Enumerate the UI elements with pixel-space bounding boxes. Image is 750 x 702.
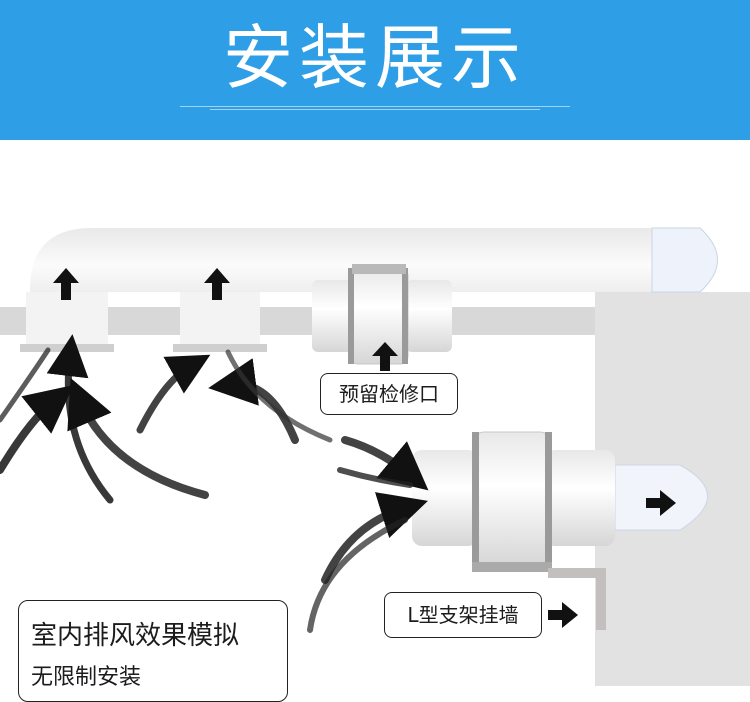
right-arrow-icon bbox=[548, 602, 578, 628]
label-access-port: 预留检修口 bbox=[320, 373, 458, 415]
airflow-arrows bbox=[0, 334, 429, 633]
right-arrow-icon bbox=[646, 490, 676, 516]
page-title: 安装展示 bbox=[223, 17, 527, 99]
caption-line2: 无限制安装 bbox=[31, 665, 142, 690]
inline-fan-small bbox=[312, 264, 452, 365]
inlet-duct-2 bbox=[180, 292, 260, 348]
installation-illustration bbox=[0, 227, 750, 686]
header-banner: 安装展示 bbox=[0, 0, 750, 140]
grille-2 bbox=[173, 344, 267, 352]
subtitle-decoration bbox=[180, 104, 570, 114]
up-arrow-icon bbox=[372, 342, 398, 371]
inlet-duct-1 bbox=[26, 292, 108, 348]
label-wall-bracket: L型支架挂墙 bbox=[384, 592, 542, 638]
caption-box: 室内排风效果模拟 无限制安装 bbox=[18, 600, 288, 702]
installation-scene: 预留检修口 L型支架挂墙 室内排风效果模拟 无限制安装 bbox=[0, 140, 750, 702]
up-arrow-icon bbox=[204, 268, 230, 300]
exhaust-hood-top bbox=[651, 227, 718, 293]
inline-fan-large bbox=[412, 431, 615, 630]
grille-1 bbox=[20, 344, 114, 352]
up-arrow-icon bbox=[53, 268, 79, 300]
caption-line1: 室内排风效果模拟 bbox=[31, 621, 240, 651]
